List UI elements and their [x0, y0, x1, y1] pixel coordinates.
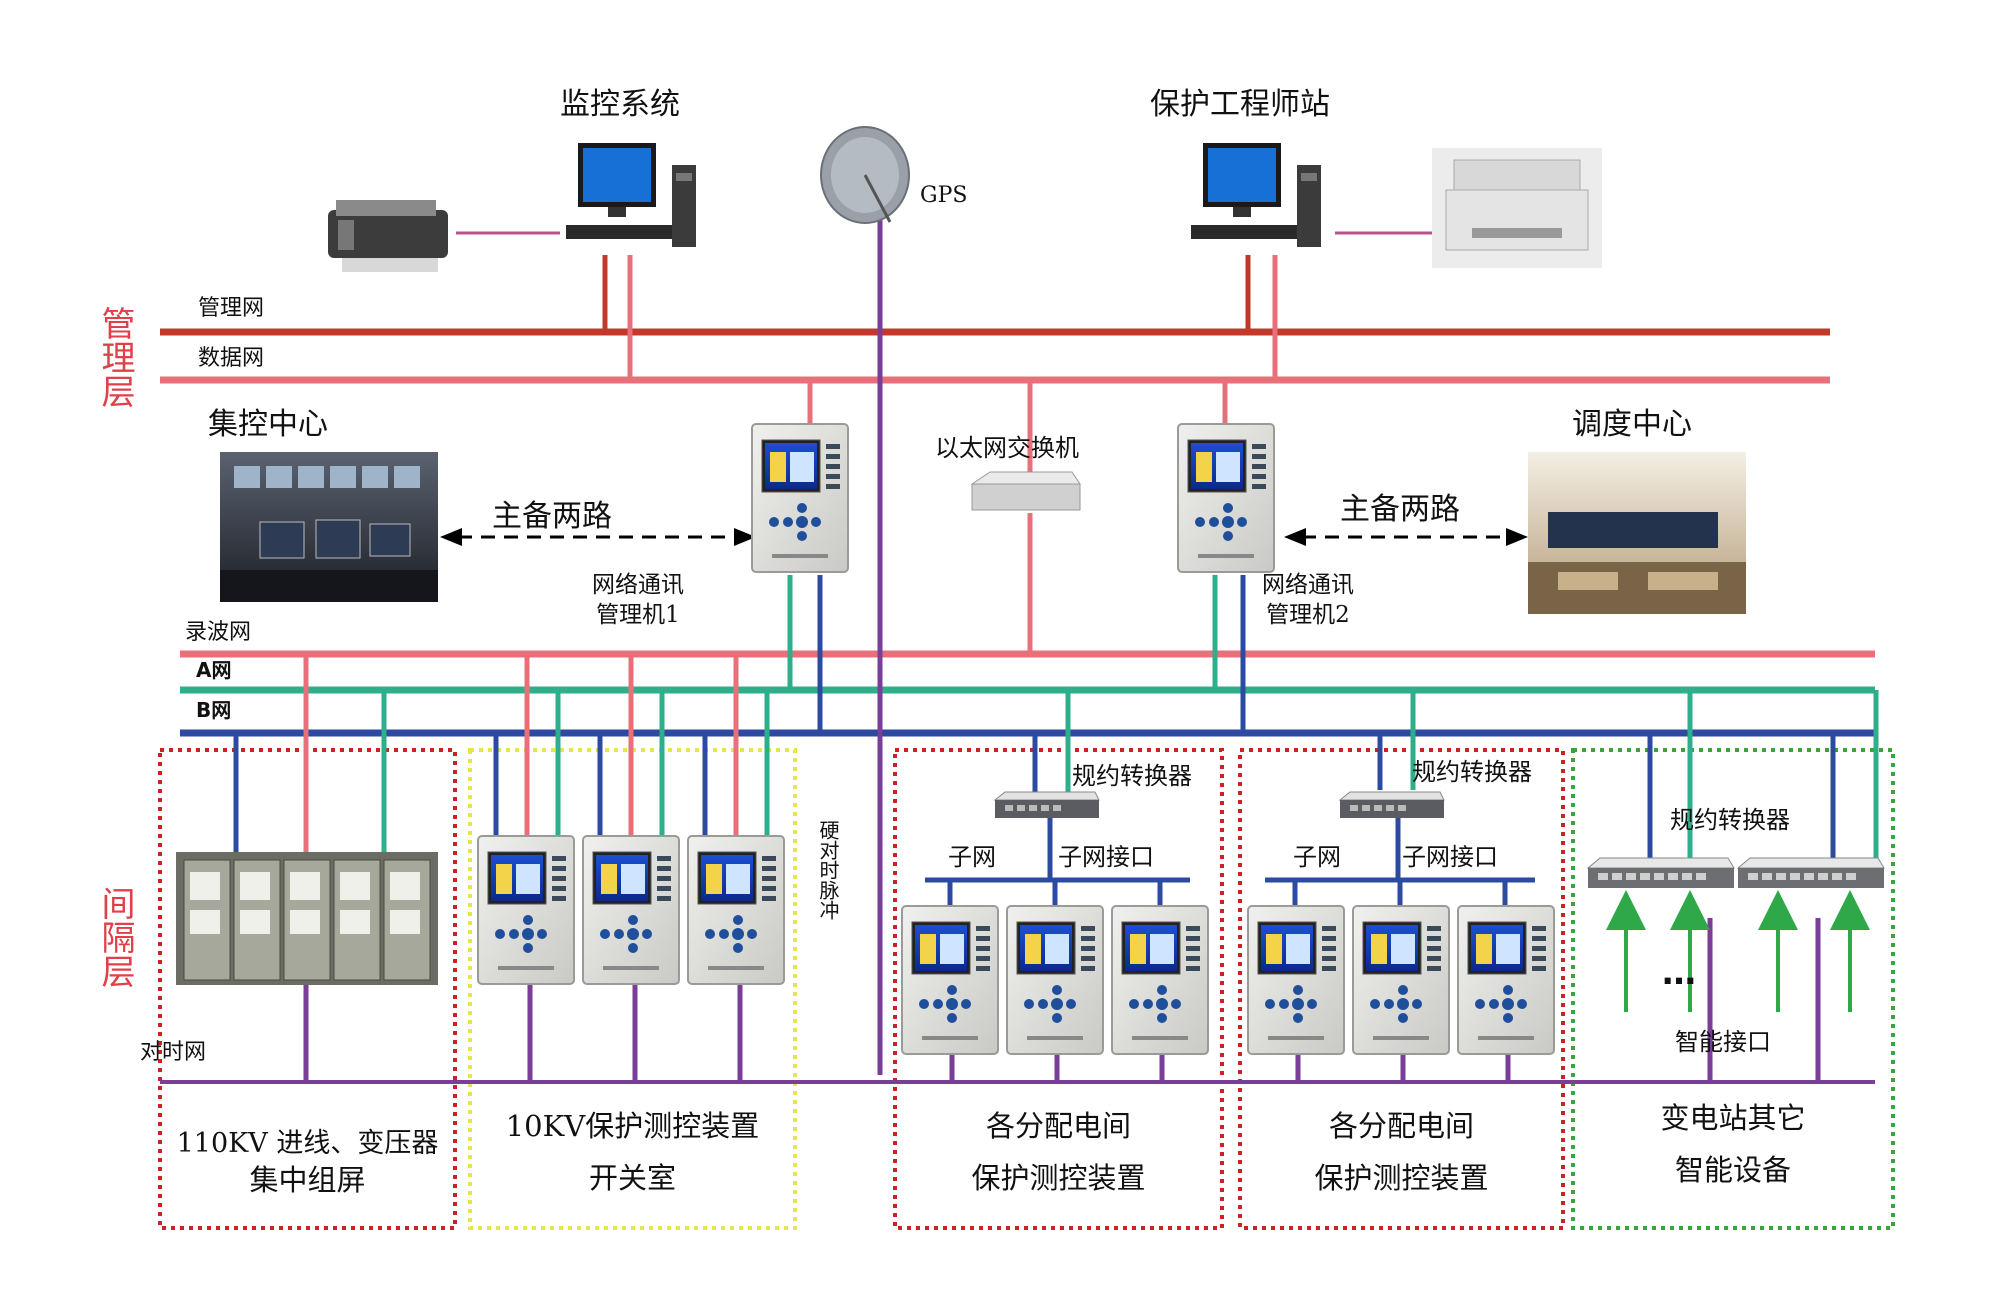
dispatch-center-photo [1528, 452, 1746, 614]
comm-manager-2-label: 网络通讯 管理机2 [1262, 570, 1354, 630]
zone-other-line2: 智能设备 [1674, 1153, 1791, 1187]
zone-box-other-devices [1571, 748, 1895, 1230]
comm-manager-1-label: 网络通讯 管理机1 [592, 570, 684, 630]
printer-right-icon [1432, 148, 1602, 268]
wave-net-label: 录波网 [185, 620, 252, 645]
subnet-port-1-label: 子网接口 [1058, 843, 1154, 871]
zone-110kv-caption: 110KV 进线、变压器 集中组屏 [160, 1118, 455, 1197]
layer-management-text: 管理层 [95, 306, 135, 408]
relay-10kv-3 [687, 835, 785, 985]
relay-dist1-3 [1111, 905, 1209, 1055]
converter-1-label: 规约转换器 [1072, 762, 1192, 790]
gps-label: GPS [920, 183, 968, 208]
zone-dist2-line1: 各分配电间 [1328, 1109, 1474, 1143]
layer-label-management: 管理层 [95, 306, 135, 415]
converter-3-device-a [1587, 857, 1735, 889]
layer-bay-text: 间隔层 [95, 886, 135, 988]
zone-10kv-line2: 开关室 [588, 1161, 676, 1195]
comm-manager-2-line1: 网络通讯 [1262, 572, 1354, 598]
zone-box-distribution-1 [893, 748, 1224, 1230]
comm-manager-1-device [751, 423, 849, 573]
comm-manager-2-line2: 管理机2 [1266, 602, 1350, 628]
zone-110kv-line1: 110KV 进线、变压器 [176, 1128, 439, 1159]
zone-10kv-line1: 10KV保护测控装置 [505, 1109, 760, 1143]
110kv-cabinet-photo [176, 852, 438, 985]
zone-dist1-line1: 各分配电间 [985, 1109, 1131, 1143]
engineer-station-label: 保护工程师站 [1150, 87, 1330, 122]
converter-2-device [1339, 791, 1445, 819]
zone-dist2-caption: 各分配电间 保护测控装置 [1240, 1100, 1563, 1204]
b-net-label: B网 [196, 698, 232, 722]
ethernet-switch-label: 以太网交换机 [935, 434, 1079, 462]
zone-dist1-line2: 保护测控装置 [971, 1161, 1146, 1195]
monitoring-pc-icon [560, 135, 700, 255]
relay-dist2-2 [1352, 905, 1450, 1055]
gps-dish-icon [820, 126, 910, 224]
subnet-port-2-label: 子网接口 [1402, 843, 1498, 871]
printer-left-icon [328, 200, 448, 272]
engineer-pc-icon [1185, 135, 1325, 255]
relay-dist2-1 [1247, 905, 1345, 1055]
zone-dist2-line2: 保护测控装置 [1314, 1161, 1489, 1195]
relay-10kv-1 [477, 835, 575, 985]
comm-manager-2-device [1177, 423, 1275, 573]
zone-10kv-caption: 10KV保护测控装置 开关室 [470, 1100, 795, 1204]
smart-port-label: 智能接口 [1675, 1028, 1771, 1056]
dual-path-left-label: 主备两路 [492, 499, 612, 534]
management-net-label: 管理网 [198, 296, 265, 321]
zone-110kv-line2: 集中组屏 [249, 1163, 366, 1197]
data-net-label: 数据网 [198, 346, 265, 371]
ellipsis-label: … [1662, 953, 1696, 993]
relay-dist1-1 [901, 905, 999, 1055]
a-net-label: A网 [196, 658, 232, 682]
comm-manager-1-line2: 管理机1 [596, 602, 680, 628]
zone-other-line1: 变电站其它 [1660, 1101, 1806, 1135]
relay-dist2-3 [1457, 905, 1555, 1055]
converter-2-label: 规约转换器 [1412, 758, 1532, 786]
layer-label-bay: 间隔层 [95, 886, 135, 995]
subnet-2-label: 子网 [1293, 843, 1341, 871]
zone-dist1-caption: 各分配电间 保护测控装置 [895, 1100, 1222, 1204]
control-center-photo [220, 452, 438, 602]
dual-path-right-label: 主备两路 [1340, 492, 1460, 527]
subnet-1-label: 子网 [948, 843, 996, 871]
converter-3-device-b [1737, 857, 1885, 889]
relay-dist1-2 [1006, 905, 1104, 1055]
converter-3-label: 规约转换器 [1670, 806, 1790, 834]
monitoring-system-label: 监控系统 [560, 87, 680, 122]
dispatch-center-label: 调度中心 [1572, 407, 1692, 442]
hard-sync-pulse-label: 硬对时脉冲 [816, 820, 840, 920]
ethernet-switch-device [970, 471, 1081, 511]
relay-10kv-2 [582, 835, 680, 985]
converter-1-device [994, 791, 1100, 819]
comm-manager-1-line1: 网络通讯 [592, 572, 684, 598]
control-center-label: 集控中心 [208, 407, 328, 442]
time-net-label: 对时网 [140, 1040, 207, 1065]
zone-box-distribution-2 [1238, 748, 1565, 1230]
zone-other-caption: 变电站其它 智能设备 [1573, 1092, 1893, 1196]
